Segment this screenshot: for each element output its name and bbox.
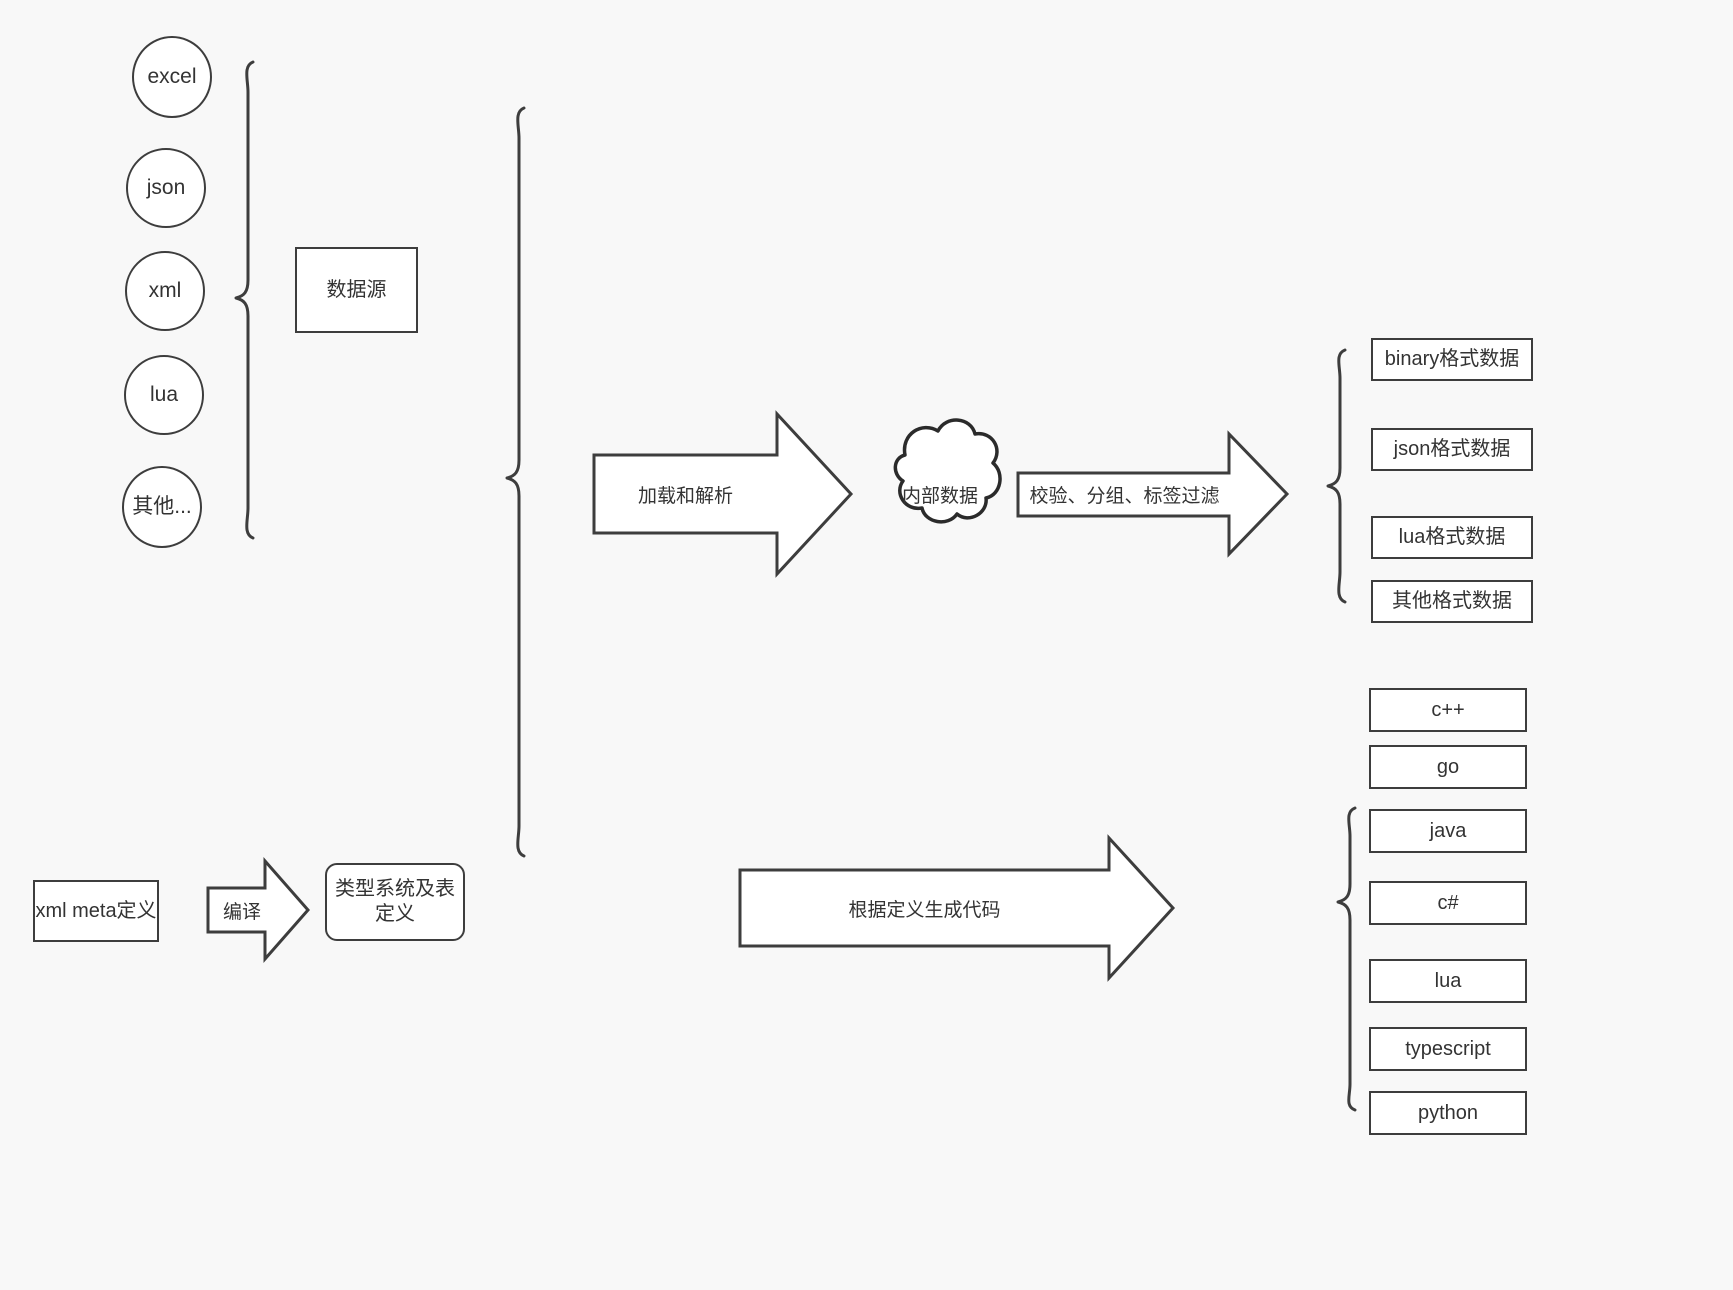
output-language-lua[interactable]: lua bbox=[1369, 959, 1527, 1003]
load-parse-arrow bbox=[592, 410, 854, 578]
output-language-label: java bbox=[1429, 819, 1467, 842]
output-format-label: lua格式数据 bbox=[1398, 526, 1506, 548]
output-language-label: go bbox=[1436, 755, 1460, 778]
output-language-go[interactable]: go bbox=[1369, 745, 1527, 789]
source-node-excel[interactable]: excel bbox=[132, 36, 212, 118]
output-language-brace bbox=[1336, 806, 1357, 1112]
output-language-label: lua bbox=[1434, 969, 1462, 992]
output-language-java[interactable]: java bbox=[1369, 809, 1527, 853]
output-format-label: 其他格式数据 bbox=[1392, 590, 1512, 612]
internal-data-label: 内部数据 bbox=[901, 485, 978, 507]
output-format-label: json格式数据 bbox=[1393, 438, 1511, 460]
source-node-label: lua bbox=[149, 382, 179, 406]
output-language-label: c# bbox=[1437, 891, 1459, 914]
source-node-lua[interactable]: lua bbox=[124, 355, 204, 435]
output-format-lua[interactable]: lua格式数据 bbox=[1371, 516, 1533, 559]
data-source-box[interactable]: 数据源 bbox=[295, 247, 418, 333]
type-system-label: 类型系统及表定义 bbox=[335, 878, 455, 925]
output-language-cpp[interactable]: c++ bbox=[1369, 688, 1527, 732]
data-source-label: 数据源 bbox=[326, 278, 387, 301]
source-node-label: xml bbox=[148, 278, 182, 302]
output-format-other[interactable]: 其他格式数据 bbox=[1371, 580, 1533, 623]
output-language-label: c++ bbox=[1431, 698, 1465, 721]
codegen-arrow bbox=[738, 834, 1176, 982]
output-language-python[interactable]: python bbox=[1369, 1091, 1527, 1135]
output-format-brace bbox=[1326, 348, 1347, 604]
output-language-label: python bbox=[1417, 1101, 1479, 1124]
source-node-label: excel bbox=[147, 64, 197, 88]
source-node-label: json bbox=[146, 175, 186, 199]
xml-meta-definition-label: xml meta定义 bbox=[35, 899, 157, 922]
source-group-brace bbox=[234, 60, 255, 540]
compile-arrow bbox=[206, 857, 310, 963]
output-format-binary[interactable]: binary格式数据 bbox=[1371, 338, 1533, 381]
source-node-json[interactable]: json bbox=[126, 148, 206, 228]
filter-arrow bbox=[1016, 430, 1290, 558]
output-format-label: binary格式数据 bbox=[1384, 348, 1520, 370]
output-language-label: typescript bbox=[1405, 1037, 1491, 1060]
output-language-typescript[interactable]: typescript bbox=[1369, 1027, 1527, 1071]
internal-data-cloud bbox=[893, 418, 1002, 524]
source-node-other[interactable]: 其他... bbox=[122, 466, 202, 548]
output-format-json[interactable]: json格式数据 bbox=[1371, 428, 1533, 471]
source-node-xml[interactable]: xml bbox=[125, 251, 205, 331]
type-system-box[interactable]: 类型系统及表定义 bbox=[325, 863, 465, 941]
output-language-csharp[interactable]: c# bbox=[1369, 881, 1527, 925]
pipeline-input-brace bbox=[505, 106, 526, 858]
xml-meta-definition-box[interactable]: xml meta定义 bbox=[33, 880, 159, 942]
source-node-label: 其他... bbox=[132, 494, 192, 518]
